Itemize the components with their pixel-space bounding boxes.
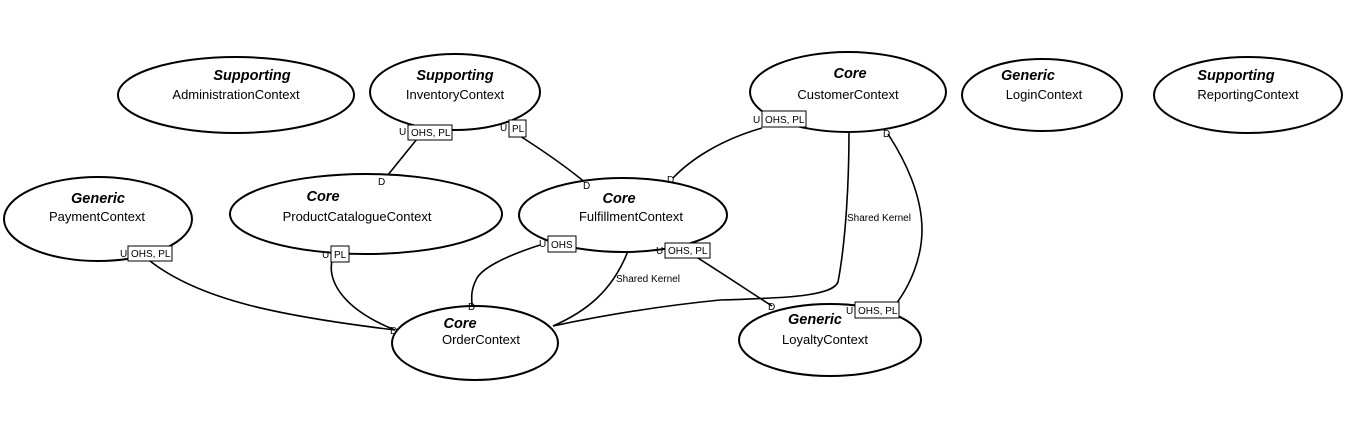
relation-fulfillment-order-shared-kernel (552, 250, 629, 327)
context-productcatalogue[interactable]: Core ProductCatalogueContext (229, 173, 503, 255)
ohs-pl-label: OHS, PL (858, 306, 898, 317)
ohs-pl-box (664, 242, 711, 259)
downstream-marker: D (667, 175, 674, 186)
downstream-marker: D (583, 181, 590, 192)
context-category: Core (443, 316, 476, 332)
ohs-pl-label: OHS, PL (131, 249, 171, 260)
context-login[interactable]: Generic LoginContext (961, 58, 1123, 132)
context-category: Core (833, 66, 866, 82)
pl-label: PL (334, 250, 347, 261)
context-name: LoyaltyContext (782, 332, 868, 347)
ohs-pl-box (407, 124, 453, 141)
shared-kernel-label: Shared Kernel (616, 274, 680, 285)
upstream-marker: U (500, 123, 507, 134)
context-order[interactable]: Core OrderContext (391, 305, 559, 381)
shared-kernel-label: Shared Kernel (847, 213, 911, 224)
context-category: Supporting (213, 68, 290, 84)
context-name: AdministrationContext (172, 87, 300, 102)
upstream-marker: U (753, 115, 760, 126)
relation-fulfillment-order (470, 244, 541, 307)
ohs-pl-label: OHS, PL (411, 128, 451, 139)
ohs-pl-box (761, 110, 807, 128)
context-name: LoginContext (1006, 87, 1083, 102)
context-category: Supporting (416, 68, 493, 84)
context-payment[interactable]: Generic PaymentContext (3, 176, 193, 262)
context-category: Supporting (1197, 68, 1274, 84)
context-loyalty[interactable]: Generic LoyaltyContext (738, 303, 922, 377)
context-name: CustomerContext (797, 87, 899, 102)
relation-fulfillment-loyalty (689, 252, 773, 307)
ohs-pl-box (854, 301, 900, 319)
downstream-marker: D (768, 302, 775, 313)
context-name: InventoryContext (406, 87, 505, 102)
upstream-marker: U (120, 249, 127, 260)
context-name: ReportingContext (1197, 87, 1299, 102)
relation-productcatalogue-order (330, 255, 396, 331)
relationship-lines (149, 127, 923, 331)
context-fulfillment[interactable]: Core FulfillmentContext (518, 177, 728, 253)
pl-label: PL (512, 124, 525, 135)
relation-customer-fulfillment (672, 127, 763, 179)
relation-customer-order-shared-kernel (552, 131, 850, 327)
context-category: Generic (788, 312, 842, 328)
context-name: ProductCatalogueContext (283, 209, 432, 224)
downstream-marker: D (468, 302, 475, 313)
upstream-marker: U (656, 246, 663, 257)
context-name: OrderContext (442, 332, 520, 347)
context-reporting[interactable]: Supporting ReportingContext (1153, 56, 1343, 134)
relation-payment-order (149, 260, 396, 331)
context-name: PaymentContext (49, 209, 145, 224)
upstream-marker: U (322, 250, 329, 261)
pl-box (508, 119, 527, 138)
context-name: FulfillmentContext (579, 209, 683, 224)
context-category: Generic (1001, 68, 1055, 84)
ohs-label: OHS (551, 240, 573, 251)
upstream-marker: U (399, 127, 406, 138)
ohs-box (547, 235, 577, 253)
relation-customer-loyalty (887, 133, 923, 310)
downstream-marker: D (378, 177, 385, 188)
context-category: Core (306, 189, 339, 205)
relationship-markers: U OHS, PL U PL U OHS, PL D Shared Kernel… (120, 110, 911, 337)
downstream-marker: D (390, 326, 397, 337)
relation-inventory-fulfillment (519, 135, 588, 185)
ohs-pl-box (127, 245, 173, 262)
context-administration[interactable]: Supporting AdministrationContext (117, 56, 355, 134)
pl-box (330, 245, 350, 263)
downstream-marker: D (883, 129, 890, 140)
upstream-marker: U (539, 239, 546, 250)
ohs-pl-label: OHS, PL (668, 246, 708, 257)
ohs-pl-label: OHS, PL (765, 115, 805, 126)
context-category: Core (602, 191, 635, 207)
context-inventory[interactable]: Supporting InventoryContext (369, 53, 541, 131)
upstream-marker: U (846, 306, 853, 317)
context-category: Generic (71, 191, 125, 207)
